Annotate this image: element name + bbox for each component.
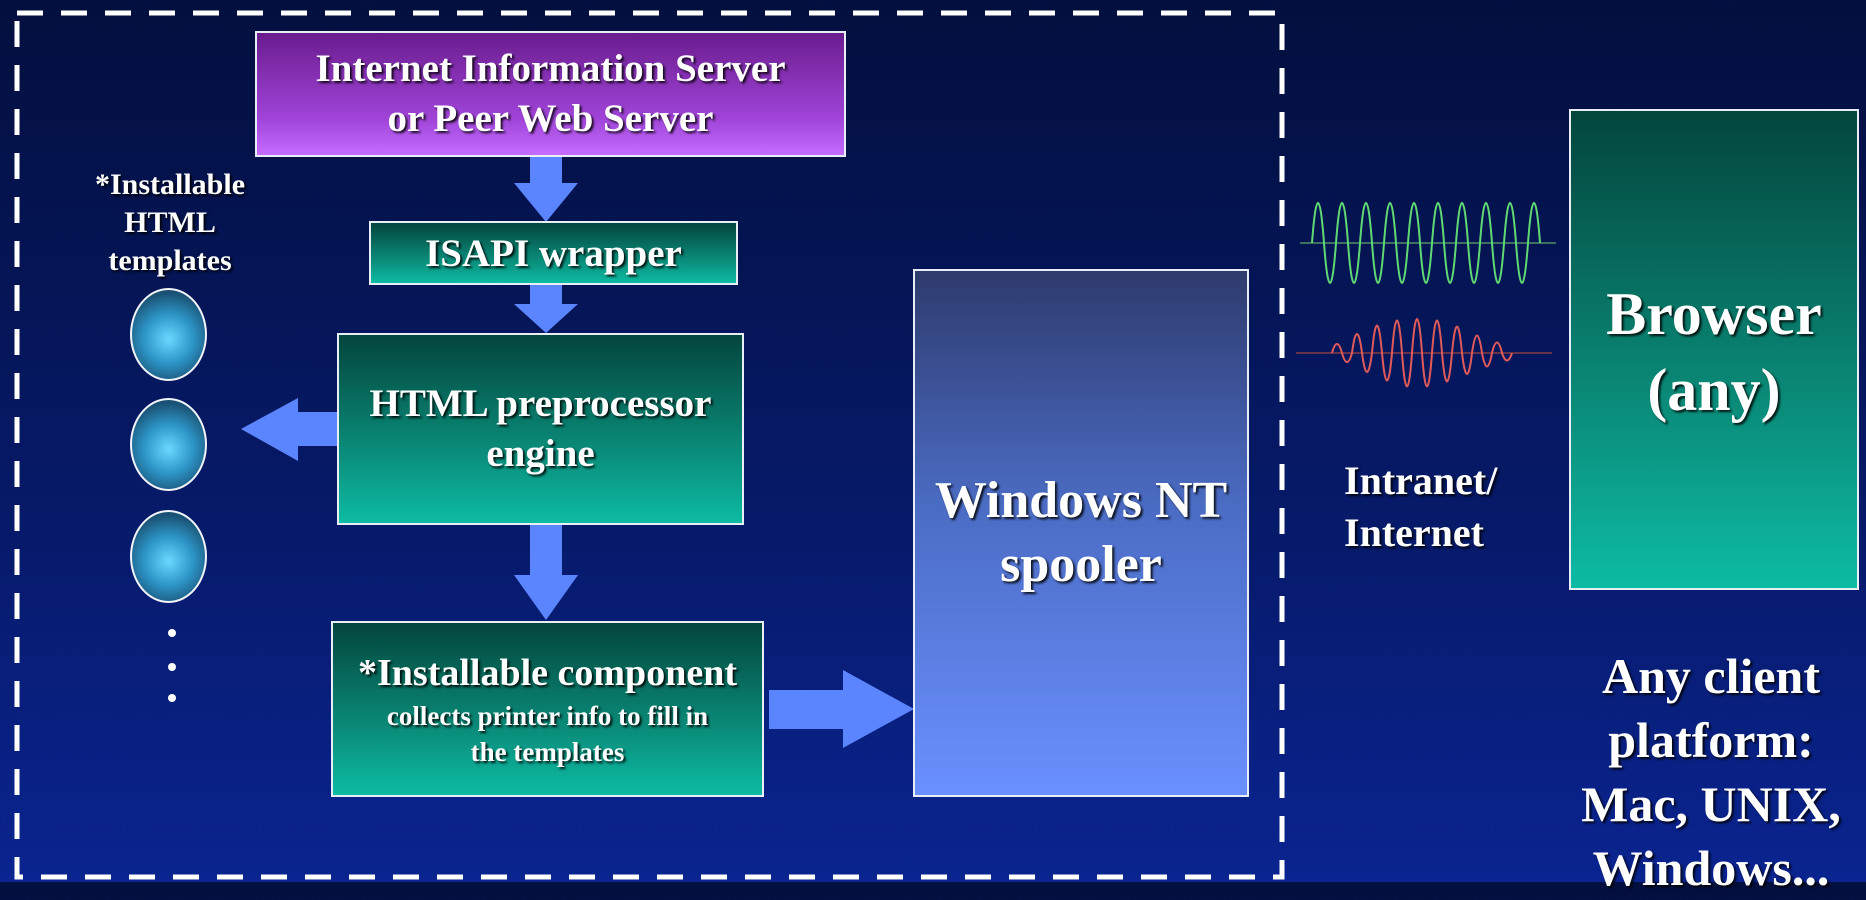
wave-green <box>1311 202 1541 284</box>
network-label-line1: Intranet/ <box>1344 458 1498 503</box>
client-label-line3: Mac, UNIX, <box>1581 776 1841 832</box>
templates-label-line3: templates <box>108 244 232 277</box>
server-box: Internet Information Server or Peer Web … <box>255 31 846 157</box>
templates-label-line2: HTML <box>124 206 216 239</box>
arrow-isapi-to-preprocessor <box>514 285 578 333</box>
spooler-line1: Windows NT <box>934 472 1228 529</box>
server-box-line1: Internet Information Server <box>315 47 786 90</box>
ellipsis-dot-3 <box>168 694 176 702</box>
preprocessor-line2: engine <box>486 432 595 475</box>
component-title: *Installable component <box>358 652 737 694</box>
component-line2: the templates <box>470 737 625 767</box>
wave-red <box>1331 318 1513 388</box>
server-box-line2: or Peer Web Server <box>387 97 714 140</box>
isapi-wrapper-box: ISAPI wrapper <box>369 221 738 285</box>
client-label-line2: platform: <box>1608 712 1814 768</box>
html-preprocessor-box: HTML preprocessor engine <box>337 333 744 525</box>
server-boundary-dashed-border <box>14 10 1285 880</box>
installable-component-box: *Installable component collects printer … <box>331 621 764 797</box>
templates-label-line1: *Installable <box>94 168 246 201</box>
preprocessor-line1: HTML preprocessor <box>369 382 712 425</box>
client-label-line4: Windows... <box>1592 840 1830 896</box>
arrow-server-to-isapi <box>514 157 578 222</box>
arrow-preprocessor-to-templates <box>241 398 354 461</box>
arrow-preprocessor-to-component <box>514 525 578 620</box>
intranet-internet-label: Intranet/ Internet <box>1344 455 1497 559</box>
network-label-line2: Internet <box>1344 510 1484 555</box>
browser-line1: Browser <box>1606 281 1822 347</box>
browser-box: Browser (any) <box>1569 109 1859 590</box>
ellipsis-dot-1 <box>168 629 176 637</box>
arrow-component-to-spooler <box>769 670 914 748</box>
client-label-line1: Any client <box>1601 648 1821 704</box>
client-platform-label: Any client platform: Mac, UNIX, Windows.… <box>1556 644 1866 900</box>
browser-line2: (any) <box>1647 357 1781 423</box>
templates-label: *Installable HTML templates <box>70 166 270 280</box>
ellipsis-dot-2 <box>168 663 176 671</box>
isapi-wrapper-label: ISAPI wrapper <box>425 231 682 275</box>
template-oval-3 <box>130 510 207 603</box>
windows-nt-spooler-box: Windows NT spooler <box>913 269 1249 797</box>
template-oval-2 <box>130 398 207 491</box>
spooler-line2: spooler <box>1000 536 1162 593</box>
template-oval-1 <box>130 288 207 381</box>
component-line1: collects printer info to fill in <box>386 701 709 731</box>
